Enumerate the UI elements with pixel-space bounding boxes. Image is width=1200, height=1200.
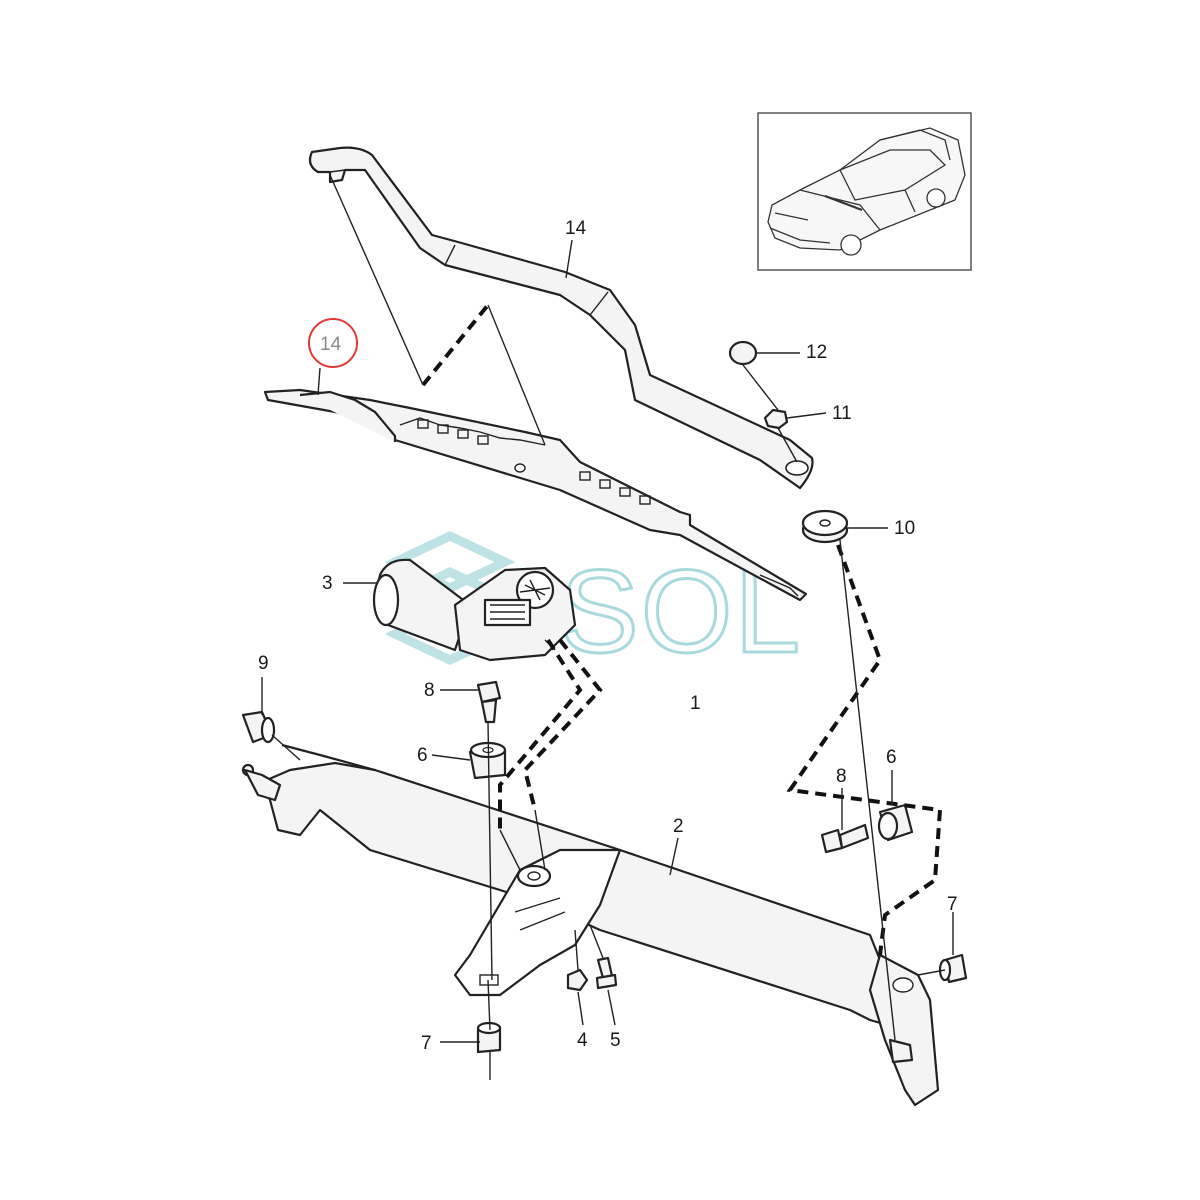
callout-8-b: 8 (836, 766, 847, 787)
car-inset (757, 112, 972, 271)
callout-6-b: 6 (886, 747, 897, 768)
callout-11: 11 (832, 403, 852, 424)
part-9-bushing (241, 710, 276, 744)
assembly-dashed-lines (421, 303, 943, 956)
callout-1: 1 (690, 693, 701, 714)
callout-7-b: 7 (947, 894, 958, 915)
part-11-nut (763, 408, 789, 430)
part-13-wiper-arm (308, 146, 814, 490)
part-2-wiper-linkage (241, 743, 940, 1107)
leader-lines (261, 239, 954, 1043)
callout-4: 4 (577, 1030, 588, 1051)
callout-2: 2 (673, 816, 684, 837)
assembly-lines (271, 174, 946, 1080)
part-12-cap (728, 340, 758, 366)
part-7-nut-a (476, 1021, 502, 1054)
callout-8-a: 8 (424, 680, 435, 701)
part-8-bolt-a (476, 680, 502, 724)
callout-6-a: 6 (417, 745, 428, 766)
part-3-wiper-motor (372, 558, 577, 662)
callout-5: 5 (610, 1030, 621, 1051)
callout-14: 14 (320, 334, 342, 355)
watermark-text: SOL (560, 546, 802, 678)
callout-7-a: 7 (421, 1033, 432, 1054)
callout-3: 3 (322, 573, 333, 594)
callout-labels: 14 14 12 11 10 3 8 6 9 1 2 8 6 7 4 5 7 (258, 218, 958, 1054)
part-4-nut (566, 968, 589, 992)
part-6-grommet-a (468, 741, 507, 780)
part-14-wiper-blade (263, 388, 808, 602)
callout-13: 14 (565, 218, 587, 239)
callout-9: 9 (258, 653, 269, 674)
callout-10: 10 (894, 518, 915, 539)
highlight-circle-14 (308, 318, 358, 368)
part-10-grommet (801, 509, 849, 544)
part-8-bolt-b (820, 823, 870, 854)
part-6-grommet-b (877, 803, 914, 842)
car-icon (767, 127, 966, 256)
part-5-screw (595, 956, 618, 990)
callout-12: 12 (806, 342, 827, 363)
part-7-nut-b (938, 953, 968, 984)
